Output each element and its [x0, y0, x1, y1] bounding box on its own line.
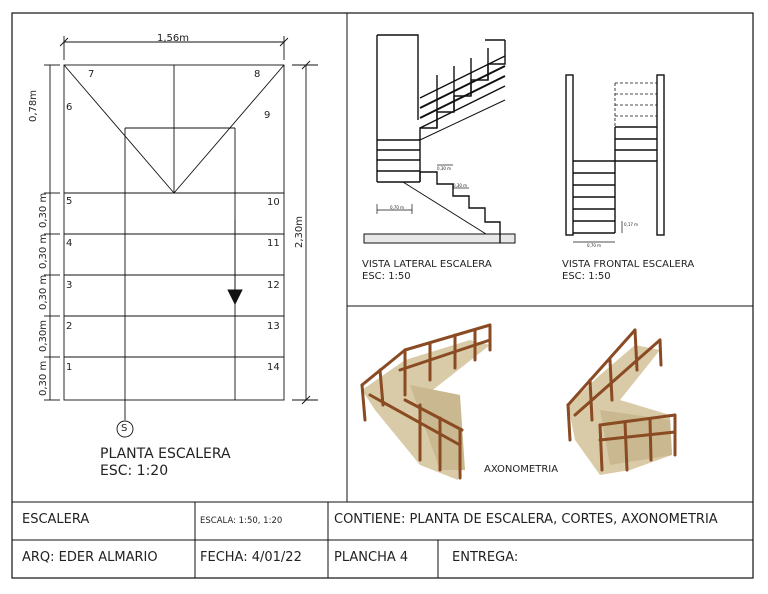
step-number: 7 — [88, 69, 95, 80]
stair-plan — [44, 36, 318, 438]
axonometry-right — [566, 328, 677, 475]
step-number: 1 — [66, 362, 73, 373]
tread-dim-2: 0,30m — [38, 319, 49, 352]
front-view-scale: ESC: 1:50 — [562, 271, 611, 282]
axonometry-left — [360, 323, 492, 480]
architect-name: ARQ: EDER ALMARIO — [22, 550, 158, 565]
winder-diagonal-left — [63, 64, 175, 194]
step-number: 9 — [264, 110, 271, 121]
tread-dim-1: 0,30 m — [38, 360, 49, 396]
step-number: 14 — [267, 362, 280, 373]
sheet-border — [11, 12, 754, 579]
step-number: 10 — [267, 197, 280, 208]
front-hidden-steps — [614, 82, 657, 127]
side-upper-wall — [377, 34, 419, 120]
side-dim-a: 0,30 m — [437, 166, 452, 171]
side-view-title: VISTA LATERAL ESCALERA — [362, 259, 492, 270]
side-view-drawing — [363, 34, 516, 244]
plan-title: PLANTA ESCALERA — [100, 446, 231, 462]
step-number: 5 — [66, 196, 73, 207]
scale-note: ESCALA: 1:50, 1:20 — [200, 516, 283, 526]
step-number: 6 — [66, 102, 73, 113]
date-field: FECHA: 4/01/22 — [200, 550, 302, 565]
step-number: 12 — [267, 280, 280, 291]
plan-upper-dim: 0,78m — [28, 89, 39, 122]
front-left-wall — [565, 74, 574, 236]
start-symbol: S — [121, 423, 128, 434]
plan-height-dim: 2,30m — [294, 215, 305, 248]
delivery-field: ENTREGA: — [452, 550, 519, 565]
front-dim-bottom: 0,70 m — [587, 243, 602, 248]
project-name: ESCALERA — [22, 512, 90, 527]
side-dim-b: 0,30 m — [453, 183, 468, 188]
winder-diagonal-right — [173, 64, 285, 194]
step-number: 2 — [66, 321, 73, 332]
start-circle — [116, 420, 134, 438]
front-dim-side: 0,17 m — [624, 222, 639, 227]
step-number: 4 — [66, 238, 73, 249]
plan-scale: ESC: 1:20 — [100, 463, 169, 479]
step-number: 13 — [267, 321, 280, 332]
step-number: 11 — [267, 238, 280, 249]
sheet-number: PLANCHA 4 — [334, 550, 409, 565]
front-view-drawing — [565, 74, 665, 243]
side-ground-slab — [363, 233, 516, 244]
step-number: 8 — [254, 69, 261, 80]
tread-dim-3: 0,30 m — [38, 274, 49, 310]
front-view-title: VISTA FRONTAL ESCALERA — [562, 259, 695, 270]
tread-dim-5: 0,30 m — [38, 192, 49, 228]
front-right-wall — [656, 74, 665, 236]
walk-direction-arrow — [227, 289, 243, 306]
tread-dim-4: 0,30 m — [38, 233, 49, 269]
side-view-scale: ESC: 1:50 — [362, 271, 411, 282]
contents-note: CONTIENE: PLANTA DE ESCALERA, CORTES, AX… — [334, 512, 718, 527]
axonometry-label: AXONOMETRIA — [484, 464, 559, 475]
step-number: 3 — [66, 280, 73, 291]
side-dim-c: 0,70 m — [390, 205, 405, 210]
plan-width-dim: 1,56m — [157, 33, 190, 44]
